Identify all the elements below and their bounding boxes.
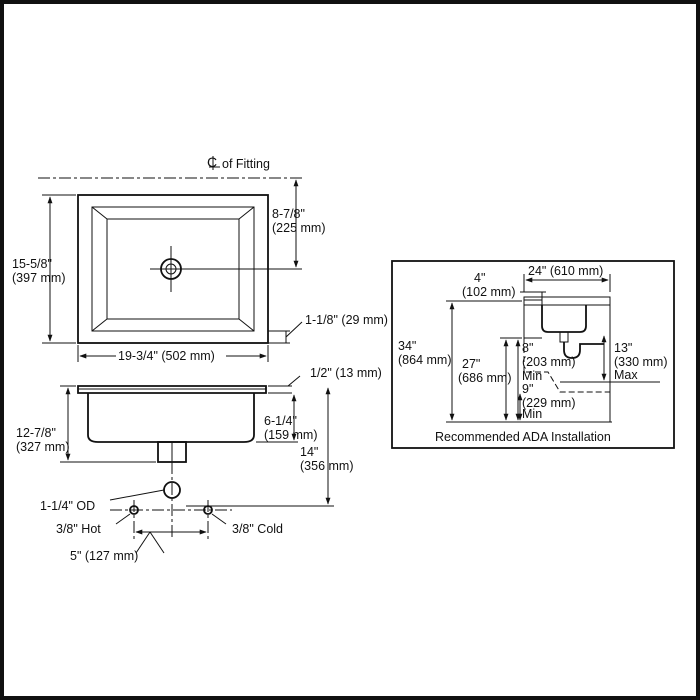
top-view: C of Fitting 15-5/8" (397 mm) 8-7/8" (22… [12, 154, 388, 363]
ada-toe-b: 9" [522, 382, 533, 396]
ada-countertop [523, 296, 611, 306]
overall-height-label: 14" [300, 445, 318, 459]
ada-counter-width: 24" (610 mm) [528, 264, 603, 278]
drain-offset-mm-label: (225 mm) [272, 221, 325, 235]
bowl-depth-label: 6-1/4" [264, 414, 297, 428]
side-view: 1/2" (13 mm) 12-7/8" (327 mm) 6-1/4" (15… [16, 366, 382, 507]
cold-supply-label: 3/8" Cold [232, 522, 283, 536]
supply-layout: 1-1/4" OD 3/8" Hot 3/8" Cold 5" (127 mm) [40, 462, 283, 563]
drain-offset-label: 8-7/8" [272, 207, 305, 221]
width-label: 19-3/4" (502 mm) [118, 349, 215, 363]
ada-depth-max-mm: (330 mm) [614, 355, 667, 369]
ada-box [391, 260, 675, 449]
svg-text:C: C [207, 154, 217, 170]
ada-caption: Recommended ADA Installation [435, 430, 611, 444]
ada-depth-max: 13" [614, 341, 632, 355]
ada-counter-height: 34" [398, 339, 416, 353]
centerline-label: of Fitting [222, 157, 270, 171]
sink-side-bowl [87, 393, 255, 443]
rim-offset-label: 1-1/8" (29 mm) [305, 313, 388, 327]
rim-thickness-label: 1/2" (13 mm) [310, 366, 382, 380]
ada-counter-height-mm: (864 mm) [398, 353, 451, 367]
ada-toe-a-mm: (203 mm) [522, 355, 575, 369]
bowl-height-mm-label: (327 mm) [16, 440, 69, 454]
hot-supply-label: 3/8" Hot [56, 522, 101, 536]
sink-side-rim [77, 385, 267, 394]
depth-mm-label: (397 mm) [12, 271, 65, 285]
ada-setback-mm: (102 mm) [462, 285, 515, 299]
drain-icon [150, 246, 192, 292]
ada-p-trap [563, 342, 604, 359]
ada-toe-a: 8" [522, 341, 533, 355]
ada-depth-max-note: Max [614, 368, 638, 382]
ada-knee-clearance [523, 338, 610, 393]
ada-installation: Recommended ADA Installation 24" (610 mm… [391, 260, 675, 449]
ada-knee-height-mm: (686 mm) [458, 371, 511, 385]
ada-toe-b-note: Min [522, 407, 542, 421]
ada-toe-b-mm: (229 mm) [522, 396, 575, 410]
ada-knee-height: 27" [462, 357, 480, 371]
depth-label: 15-5/8" [12, 257, 52, 271]
bowl-height-label: 12-7/8" [16, 426, 56, 440]
ada-sink [541, 305, 587, 333]
bowl-depth-mm-label: (159 mm) [264, 428, 317, 442]
overall-height-mm-label: (356 mm) [300, 459, 353, 473]
centerline-icon: C [207, 154, 220, 170]
ada-toe-a-note: Min [522, 369, 542, 383]
drain-od-label: 1-1/4" OD [40, 499, 95, 513]
supply-spacing-label: 5" (127 mm) [70, 549, 138, 563]
ada-setback: 4" [474, 271, 485, 285]
